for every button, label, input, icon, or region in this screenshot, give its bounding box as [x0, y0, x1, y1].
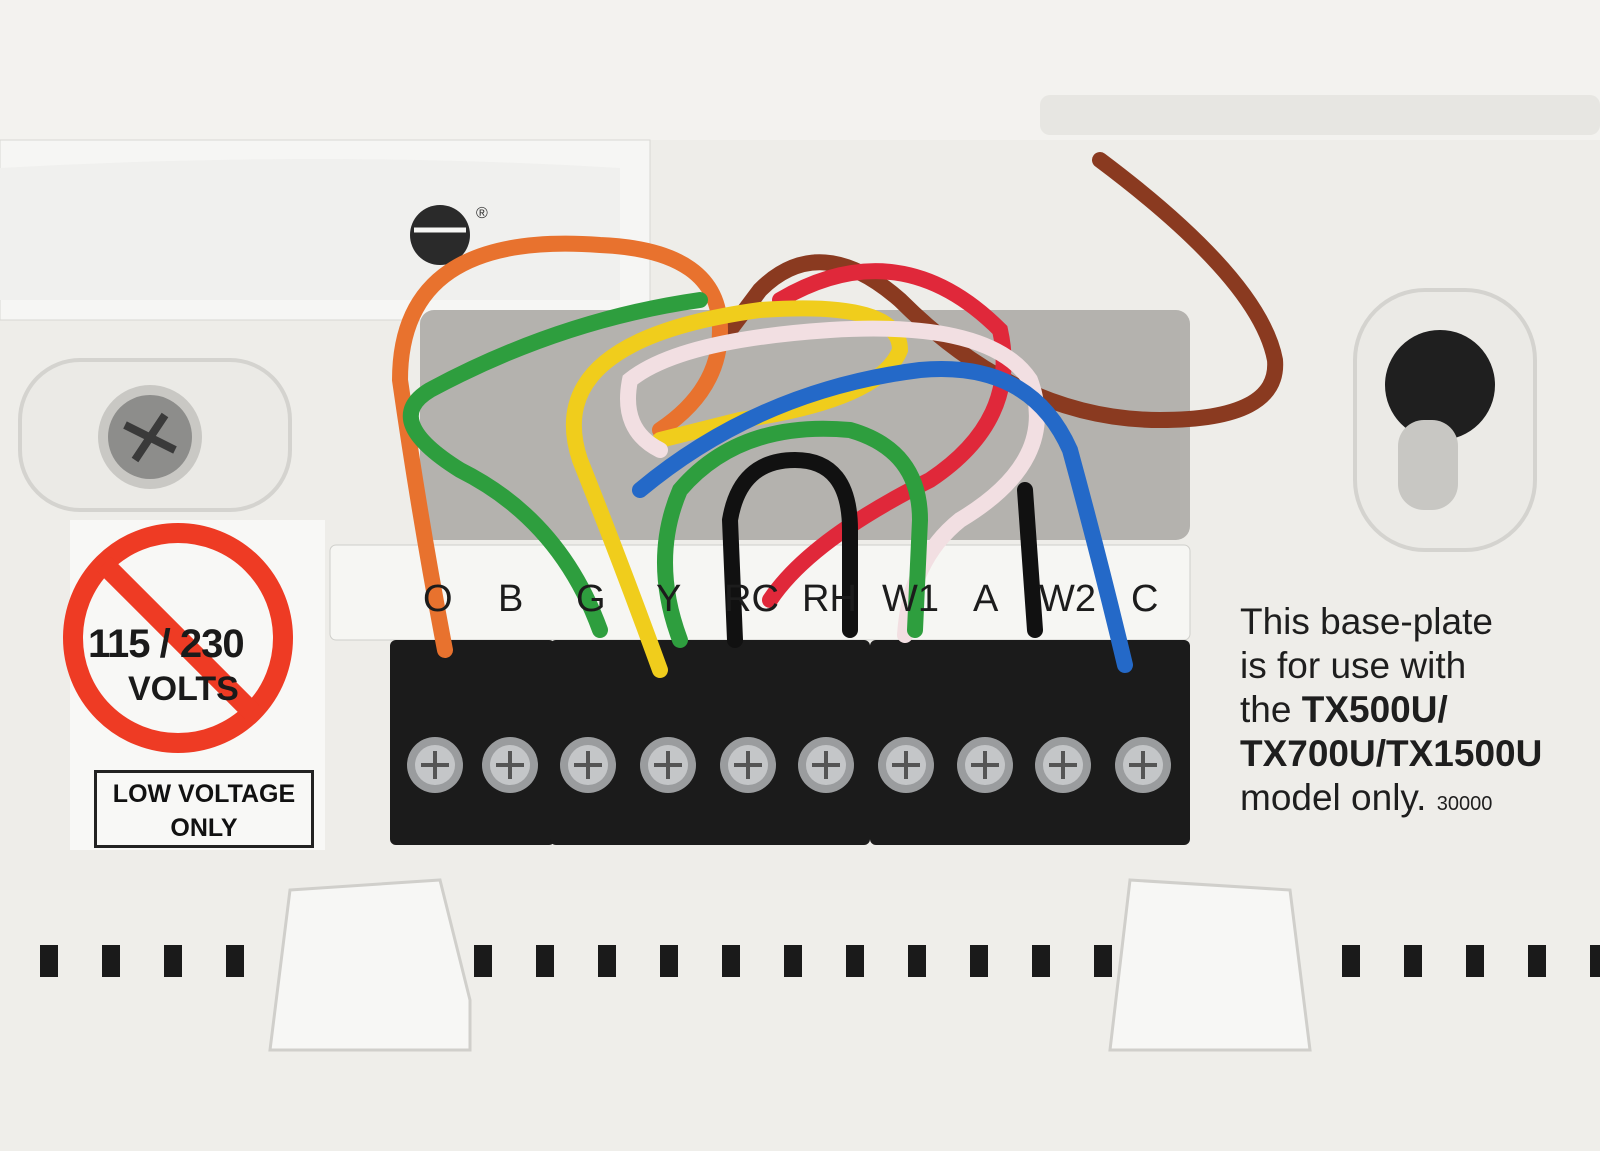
vent-slot — [846, 945, 864, 977]
vent-slot — [1094, 945, 1112, 977]
logo-icon: ® — [410, 205, 488, 265]
wire-blue — [632, 361, 1133, 673]
terminal-screw-rh[interactable] — [798, 737, 854, 793]
terminal-label-b: B — [498, 578, 524, 620]
vent-slot — [226, 945, 244, 977]
note-line-3: the TX500U/ — [1240, 688, 1560, 732]
terminal-block — [870, 640, 1190, 845]
wire-black-w2 — [1017, 482, 1043, 638]
terminal-label-w1: W1 — [882, 578, 939, 620]
voltage-warning-number: 115 / 230 — [88, 622, 245, 666]
latch-right — [1108, 878, 1312, 1052]
model-numbers: TX700U/TX1500U — [1240, 733, 1543, 774]
terminal-screw-rc[interactable] — [720, 737, 776, 793]
terminal-block — [390, 640, 555, 845]
vent-slot — [474, 945, 492, 977]
part-code: 30000 — [1436, 793, 1493, 815]
wire-green-g — [402, 292, 708, 638]
vent-slot — [40, 945, 58, 977]
voltage-warning-unit: VOLTS — [128, 670, 239, 708]
vent-slot — [1466, 945, 1484, 977]
svg-text:®: ® — [476, 205, 488, 222]
terminal-screw-c[interactable] — [1115, 737, 1171, 793]
wires — [391, 152, 1284, 678]
model-number: TX500U/ — [1301, 689, 1448, 730]
terminal-blocks — [390, 640, 1190, 845]
vent-slot — [1342, 945, 1360, 977]
vent-slot — [164, 945, 182, 977]
terminal-screw-b[interactable] — [482, 737, 538, 793]
note-line-1: This base-plate — [1240, 601, 1493, 642]
terminal-label-rh: RH — [802, 578, 857, 620]
vent-slot — [1032, 945, 1050, 977]
terminal-label-y: Y — [656, 578, 682, 620]
vent-slot — [722, 945, 740, 977]
vent-slot — [1404, 945, 1422, 977]
terminal-screw-w2[interactable] — [1035, 737, 1091, 793]
terminal-screw-y[interactable] — [640, 737, 696, 793]
mounting-screw-left — [98, 385, 202, 489]
vent-slot — [598, 945, 616, 977]
note-line-5: model only. 30000 — [1240, 776, 1560, 826]
mounting-anchor-right — [1385, 330, 1495, 510]
wire-red — [762, 263, 1012, 608]
vent-slot — [660, 945, 678, 977]
latch-left — [268, 878, 472, 1052]
vent-slot — [1590, 945, 1600, 977]
terminal-label-o: O — [423, 578, 453, 620]
vent-slot — [536, 945, 554, 977]
terminal-block — [550, 640, 870, 845]
vent-slot — [970, 945, 988, 977]
terminal-screw-a[interactable] — [957, 737, 1013, 793]
wire-white — [620, 320, 1045, 643]
terminal-label-rc: RC — [724, 578, 779, 620]
vent-slot — [102, 945, 120, 977]
compatibility-note: This base-plate is for use with the TX50… — [1240, 600, 1560, 826]
terminal-screw-o[interactable] — [407, 737, 463, 793]
note-model-only: model only. — [1240, 777, 1427, 818]
no-high-voltage-icon — [63, 523, 293, 753]
terminal-screw-w1[interactable] — [878, 737, 934, 793]
wire-green-y — [657, 420, 929, 648]
note-line-4: TX700U/TX1500U — [1240, 732, 1560, 776]
note-line-2: is for use with — [1240, 645, 1467, 686]
terminal-label-g: G — [576, 578, 606, 620]
terminal-screw-g[interactable] — [560, 737, 616, 793]
terminal-label-w2: W2 — [1039, 578, 1096, 620]
vent-slot — [908, 945, 926, 977]
vent-slot — [784, 945, 802, 977]
terminal-label-c: C — [1131, 578, 1159, 620]
wire-black-jumper — [721, 451, 858, 648]
terminal-label-a: A — [973, 578, 999, 620]
vent-slot — [1528, 945, 1546, 977]
low-voltage-label: LOW VOLTAGE ONLY — [94, 770, 314, 848]
note-prefix: the — [1240, 689, 1302, 730]
